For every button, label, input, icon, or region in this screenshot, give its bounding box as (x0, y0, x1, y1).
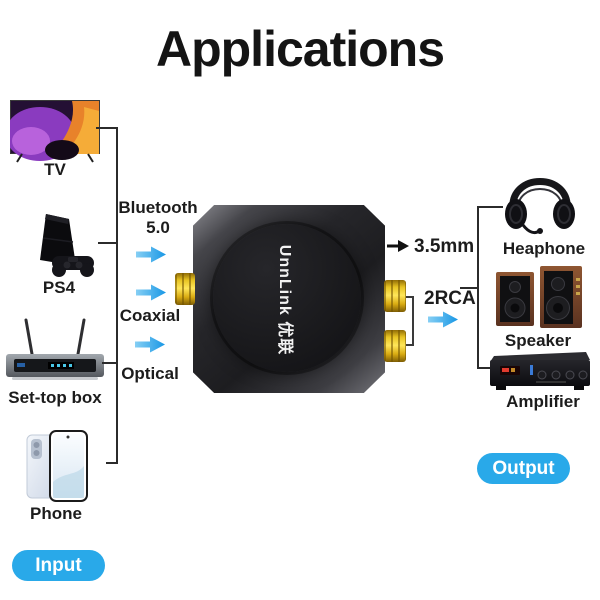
tv-image (10, 100, 100, 163)
rca-port-label: 2RCA (424, 288, 476, 309)
rca-arrow-icon (428, 311, 458, 328)
aux-port-label: 3.5mm (414, 236, 475, 257)
bluetooth-arrow-icon (136, 246, 166, 263)
speaker-image (496, 266, 582, 328)
phone-image (26, 430, 88, 502)
device-brand-text: UnnLink 优联 (276, 244, 293, 356)
input-bracket-arm-ps4 (98, 242, 118, 244)
rca-bracket-arm-bottom (406, 344, 414, 346)
bluetooth-label: Bluetooth 5.0 (118, 198, 198, 238)
output-bracket-arm-headphone (477, 206, 503, 208)
input-bracket-arm-tv (96, 127, 118, 129)
coaxial-arrow-icon (136, 284, 166, 301)
rca-connector-bottom (384, 330, 406, 362)
page-title: Applications (155, 21, 445, 77)
input-badge: Input (12, 550, 105, 581)
aux-arrow-icon (387, 240, 409, 252)
optical-label: Optical (121, 364, 179, 383)
rca-bracket-vertical (412, 296, 414, 346)
output-badge: Output (477, 453, 570, 484)
output-label-headphone: Heaphone (502, 239, 586, 258)
device-top-circle: UnnLink 优联 (213, 224, 361, 372)
output-label-amplifier: Amplifier (506, 392, 580, 411)
output-bracket-arm-mid (460, 287, 479, 289)
input-label-tv: TV (44, 160, 66, 179)
output-bracket-arm-amplifier (477, 367, 501, 369)
bluetooth-label-line1: Bluetooth (118, 198, 198, 217)
input-bracket-vertical (116, 127, 118, 464)
input-label-phone: Phone (30, 504, 82, 523)
coaxial-label: Coaxial (119, 306, 181, 325)
coaxial-connector (175, 273, 195, 305)
set-top-box-image (6, 318, 104, 380)
bluetooth-label-line2: 5.0 (146, 218, 170, 237)
optical-arrow-icon (135, 336, 165, 353)
output-label-speaker: Speaker (504, 331, 572, 350)
rca-bracket-arm-top (406, 296, 414, 298)
amplifier-image (490, 352, 590, 390)
input-label-set-top-box: Set-top box (8, 388, 102, 407)
input-bracket-arm-phone (106, 462, 118, 464)
rca-connector-top (384, 280, 406, 312)
input-bracket-arm-stb (102, 362, 118, 364)
converter-device: UnnLink 优联 (193, 205, 385, 393)
ps4-image (40, 214, 94, 277)
headphone-image (505, 178, 575, 235)
input-label-ps4: PS4 (42, 278, 76, 297)
